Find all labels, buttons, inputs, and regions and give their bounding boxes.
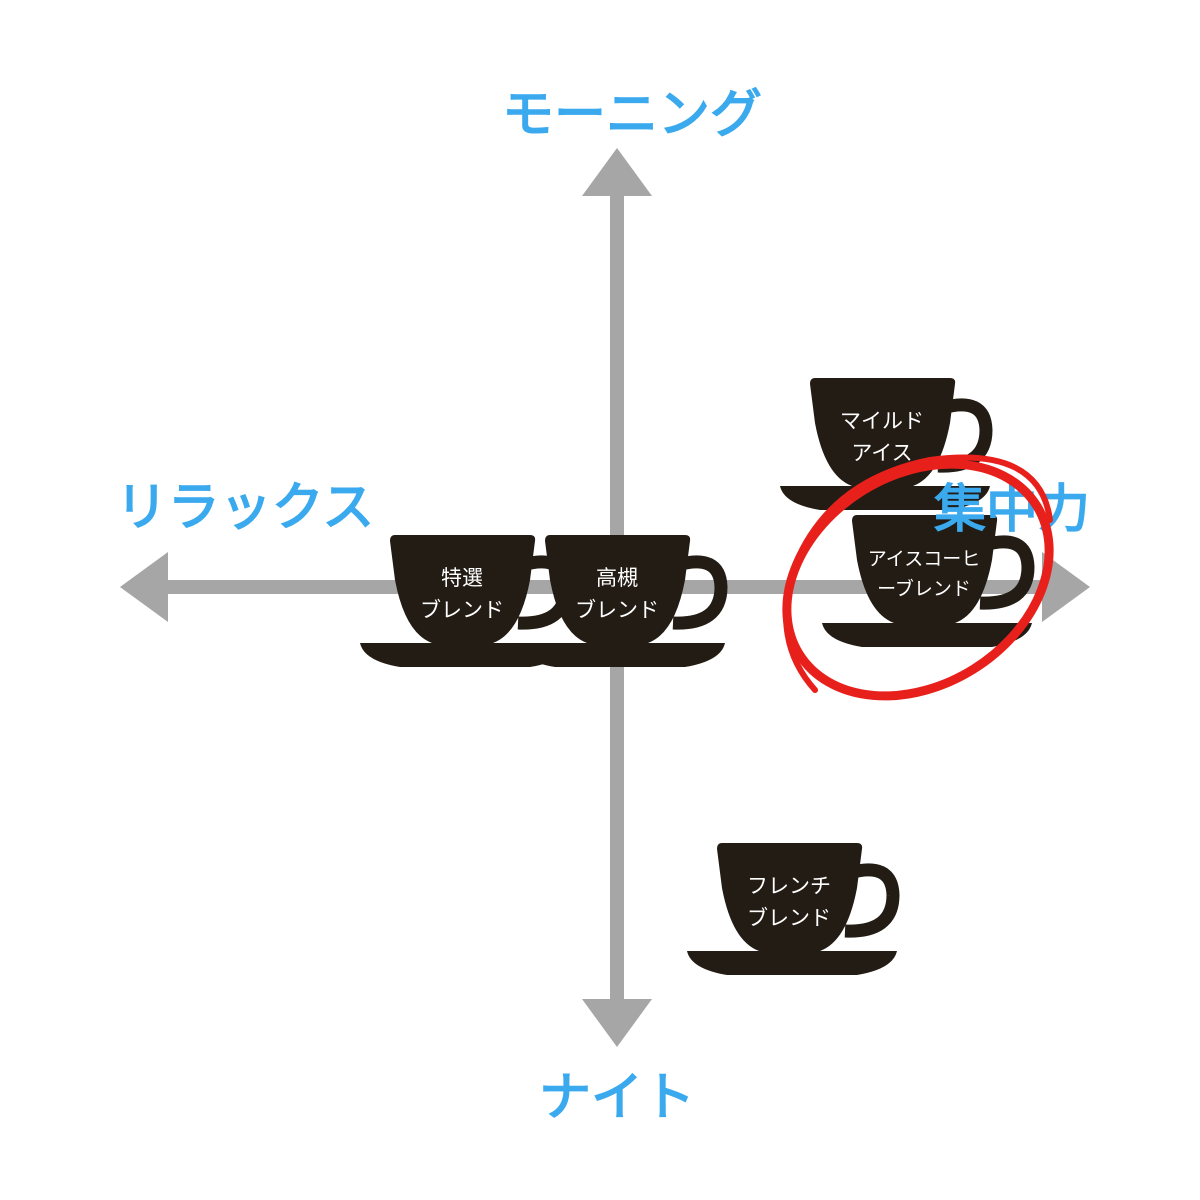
axis-label-focus: 集中力 — [933, 480, 1090, 540]
cup-label-line1: 高槻 — [596, 566, 638, 590]
highlight-circle — [782, 454, 1054, 701]
cup-label-line1: マイルド — [840, 409, 924, 433]
cup-ice-coffee-blend: アイスコーヒ ーブレンド — [822, 515, 1032, 647]
arrow-left-icon — [120, 552, 168, 622]
cup-label-line2: ブレンド — [747, 906, 831, 930]
axis-label-morning: モーニング — [502, 85, 762, 145]
cup-label-line1: 特選 — [441, 566, 483, 590]
arrow-down-icon — [582, 999, 652, 1047]
cup-mild-ice: マイルド アイス — [780, 378, 990, 510]
arrow-up-icon — [582, 148, 652, 196]
cup-label-line2: ブレンド — [420, 598, 504, 622]
axis-label-night: ナイト — [539, 1068, 695, 1128]
cup-label-line1: フレンチ — [747, 874, 831, 898]
axis-label-relax: リラックス — [116, 478, 374, 538]
arrow-right-icon — [1042, 552, 1090, 622]
cup-label-line2: アイス — [851, 441, 912, 465]
cup-label-line2: ーブレンド — [877, 577, 971, 600]
cup-label-line2: ブレンド — [575, 598, 659, 622]
cup-tokusen-blend: 特選 ブレンド — [360, 535, 570, 667]
cup-label-line1: アイスコーヒ — [868, 548, 980, 570]
cup-takatsuki-blend: 高槻 ブレンド — [515, 535, 725, 667]
cup-french-blend: フレンチ ブレンド — [687, 843, 897, 975]
